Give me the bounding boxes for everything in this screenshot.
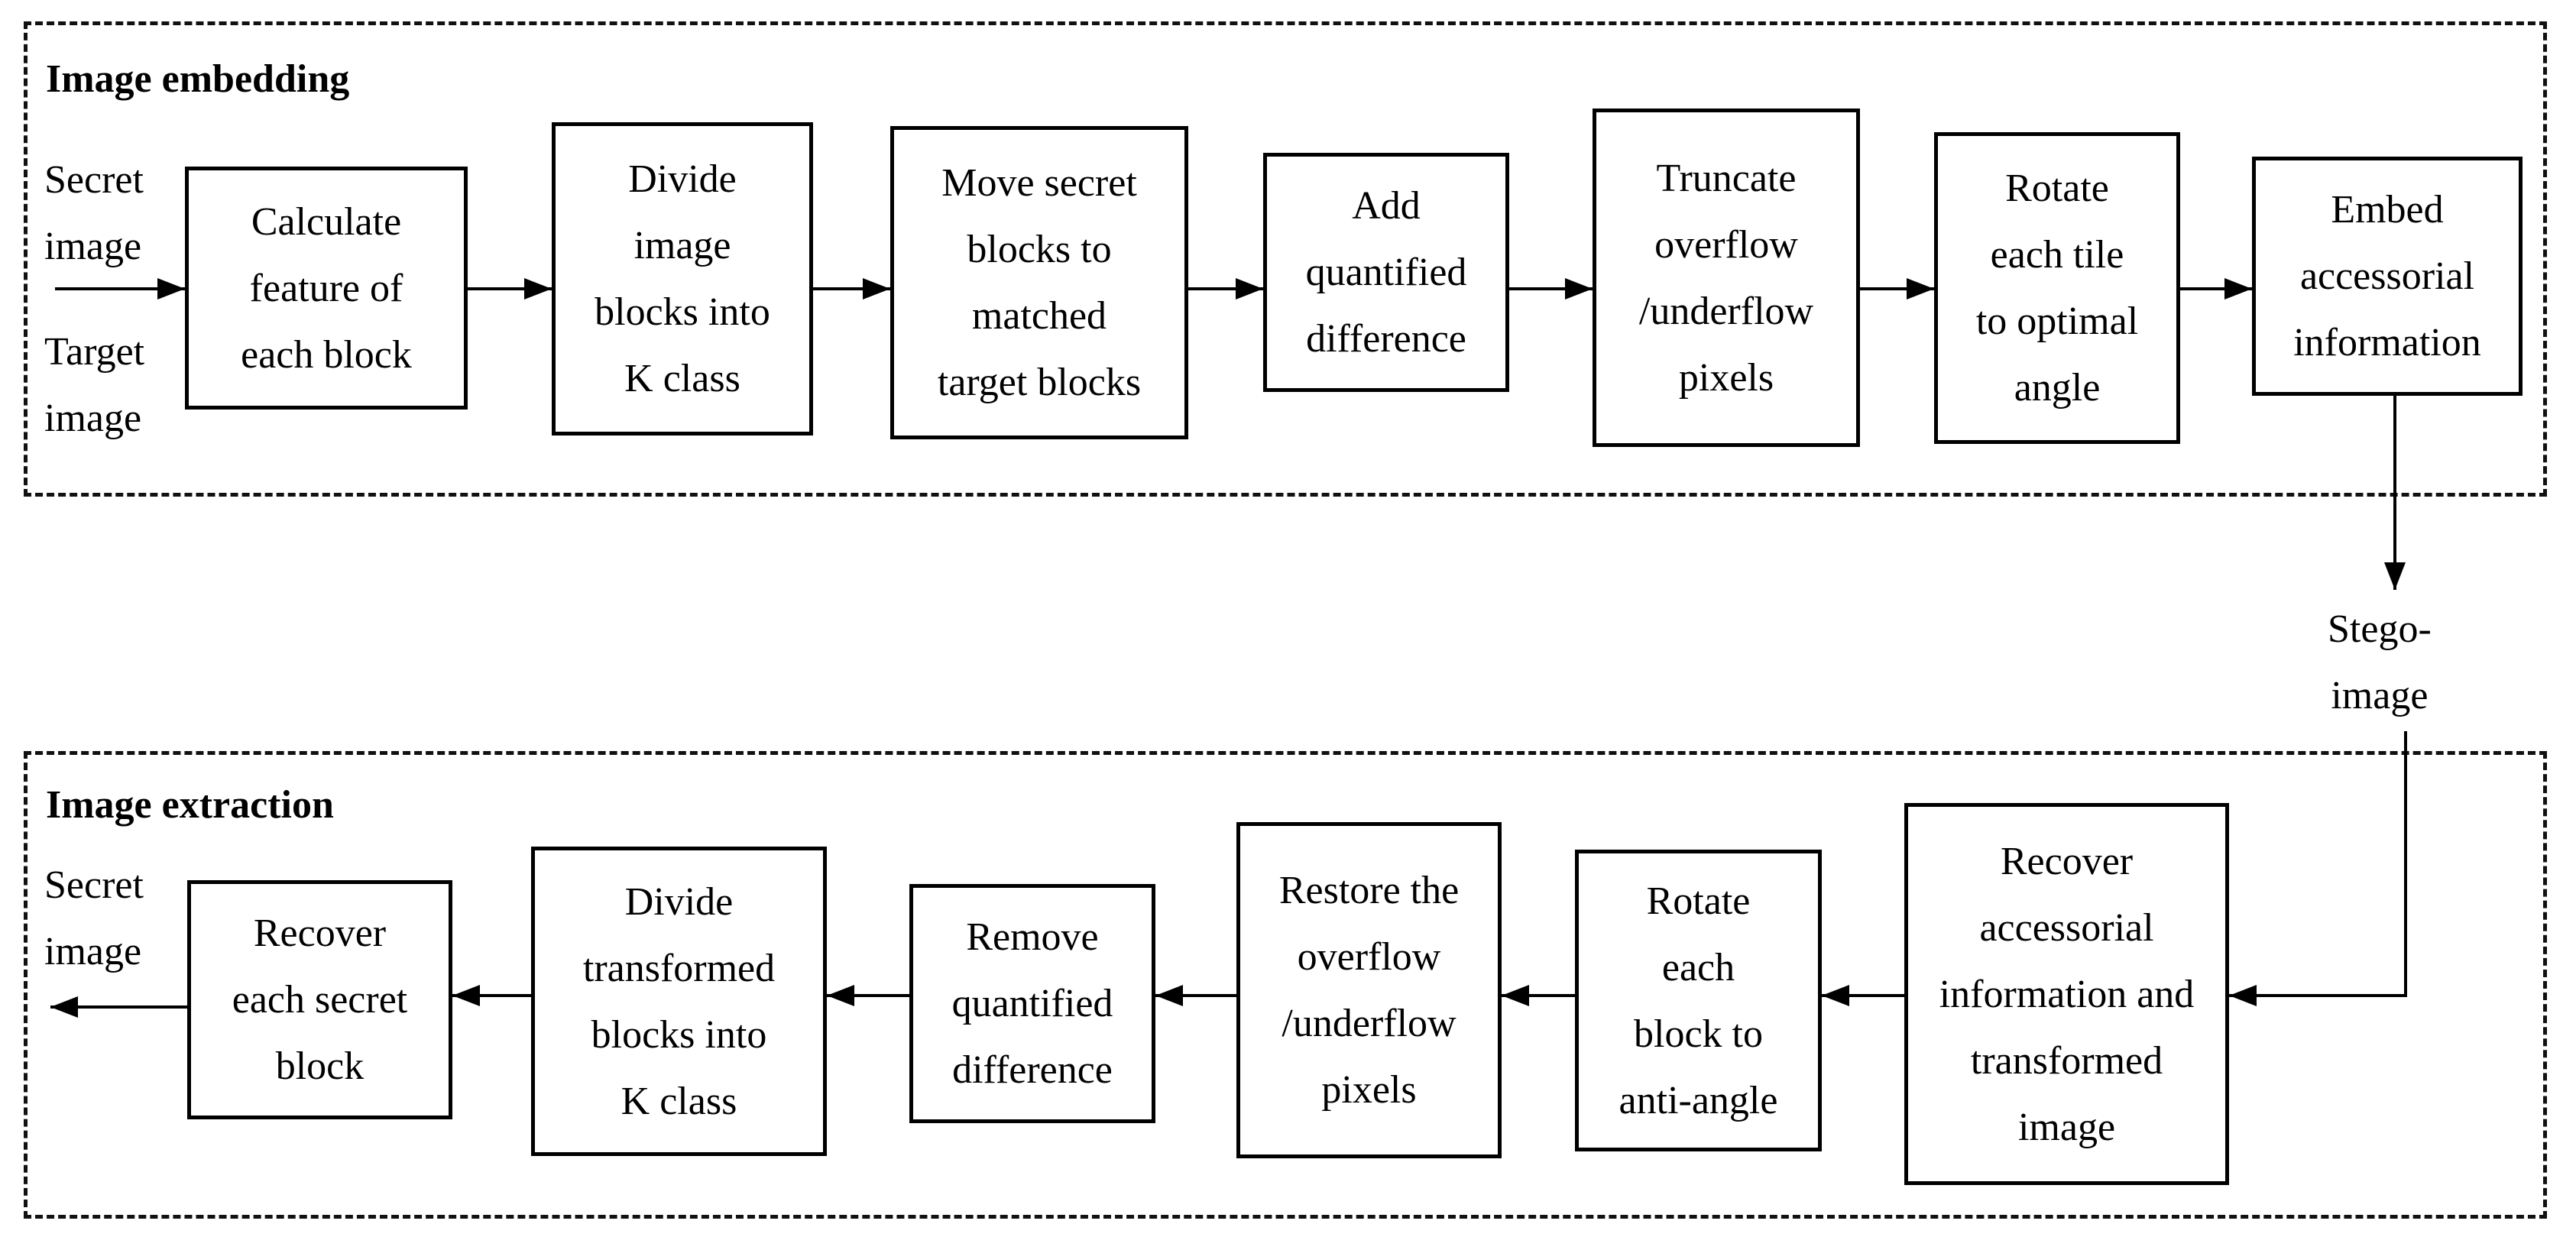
embed-step-2-label: Divide image blocks into K class xyxy=(595,157,770,400)
arrowhead-extract-5-to-6 xyxy=(452,985,480,1006)
extract-step-6: Recover each secret block xyxy=(187,880,452,1119)
stego-image-label: Stego- image xyxy=(2328,607,2432,717)
embed-step-6-label: Rotate each tile to optimal angle xyxy=(1975,167,2139,410)
arrowhead-step-4-to-5 xyxy=(1565,278,1593,300)
embed-step-4: Add quantified difference xyxy=(1263,153,1509,392)
extract-step-1-label: Recover accessorial information and tran… xyxy=(1939,839,2195,1149)
arrowhead-extract-6-to-output xyxy=(50,996,78,1018)
extract-step-6-label: Recover each secret block xyxy=(232,912,408,1088)
arrowhead-input-to-step-1 xyxy=(157,278,185,300)
embed-step-5: Truncate overflow /underflow pixels xyxy=(1593,108,1860,447)
arrowhead-extract-3-to-4 xyxy=(1155,985,1183,1006)
extract-step-5: Divide transformed blocks into K class xyxy=(531,847,827,1156)
embed-step-3: Move secret blocks to matched target blo… xyxy=(890,126,1188,439)
arrowhead-step-3-to-4 xyxy=(1236,278,1263,300)
extract-step-4-label: Remove quantified difference xyxy=(951,915,1113,1092)
arrowhead-extract-4-to-5 xyxy=(827,985,854,1006)
extract-step-2-label: Rotate each block to anti-angle xyxy=(1619,879,1778,1122)
arrowhead-step-2-to-3 xyxy=(863,278,890,300)
embedding-title: Image embedding xyxy=(46,57,350,101)
embed-step-7: Embed accessorial information xyxy=(2252,157,2523,396)
embed-step-6: Rotate each tile to optimal angle xyxy=(1934,132,2180,444)
arrowhead-extract-1-to-2 xyxy=(1822,985,1849,1006)
arrowhead-extract-2-to-3 xyxy=(1502,985,1529,1006)
arrowhead-embed-to-stego xyxy=(2384,562,2406,590)
embed-step-1-label: Calculate feature of each block xyxy=(241,199,412,377)
target-image-input-label: Target image xyxy=(44,330,145,440)
extract-step-3: Restore the overflow /underflow pixels xyxy=(1236,822,1502,1158)
extract-step-3-label: Restore the overflow /underflow pixels xyxy=(1278,869,1460,1112)
embed-step-5-label: Truncate overflow /underflow pixels xyxy=(1638,156,1814,400)
extract-step-2: Rotate each block to anti-angle xyxy=(1575,850,1822,1151)
embed-step-3-label: Move secret blocks to matched target blo… xyxy=(937,161,1142,404)
arrowhead-step-5-to-6 xyxy=(1907,278,1934,300)
extract-step-5-label: Divide transformed blocks into K class xyxy=(582,879,776,1123)
embed-step-1: Calculate feature of each block xyxy=(185,167,468,410)
embedding-panel xyxy=(24,21,2547,497)
extraction-title: Image extraction xyxy=(46,783,334,827)
secret-image-output-label: Secret image xyxy=(44,863,144,973)
extraction-panel xyxy=(24,751,2547,1219)
arrowhead-step-6-to-7 xyxy=(2224,278,2252,300)
embed-step-4-label: Add quantified difference xyxy=(1305,184,1467,361)
arrowhead-step-1-to-2 xyxy=(524,278,552,300)
arrowhead-stego-to-extract-1 xyxy=(2229,985,2257,1006)
extract-step-4: Remove quantified difference xyxy=(909,884,1155,1123)
embed-step-2: Divide image blocks into K class xyxy=(552,122,813,436)
extract-step-1: Recover accessorial information and tran… xyxy=(1904,803,2229,1185)
secret-image-input-label: Secret image xyxy=(44,158,144,268)
embed-step-7-label: Embed accessorial information xyxy=(2293,188,2481,364)
arrow-stego-to-extract-1 xyxy=(2229,731,2407,997)
